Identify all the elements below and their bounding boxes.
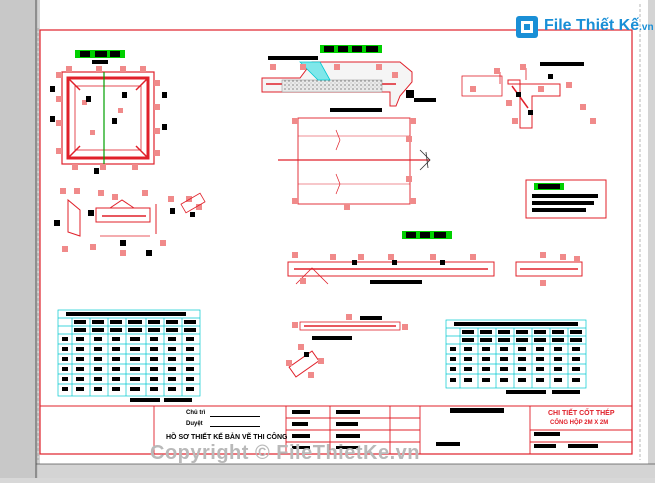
signature-label-2: Duyệt [186, 421, 203, 427]
signature-label-1: Chủ trì [186, 410, 206, 416]
rebar-shape-details [286, 314, 408, 378]
rebar-table-right [445, 319, 587, 389]
logo-text-file: File [544, 17, 572, 34]
rebar-table-left-cells [62, 312, 196, 402]
notes-box [525, 179, 607, 219]
logo-text-thietke: Thiết Kế [576, 17, 640, 34]
plan-view [278, 117, 431, 210]
logo-wordmark: File Thiết Kế.vn [544, 17, 654, 35]
rebar-table-left [57, 309, 201, 397]
project-title: HỒ SƠ THIẾT KẾ BẢN VẼ THI CÔNG [166, 434, 288, 441]
title-block [40, 405, 632, 454]
haunch-detail [54, 188, 206, 256]
slab-section [261, 45, 436, 112]
rebar-table-right-cells [450, 322, 582, 394]
title-block-cells [210, 408, 598, 449]
copyright-watermark: Copyright © FileThietKe.vn [150, 442, 420, 464]
sheet-title-line1: CHI TIẾT CỐT THÉP [548, 410, 615, 417]
sheet-border [39, 29, 633, 455]
long-section [287, 231, 583, 286]
site-logo: File Thiết Kế.vn [514, 14, 654, 42]
corner-detail [461, 62, 596, 129]
logo-icon [516, 16, 538, 38]
culvert-cross-section [50, 50, 167, 174]
sheet-title-line2: CỐNG HỘP 2M X 2M [550, 420, 609, 426]
logo-tld: .vn [639, 22, 654, 33]
